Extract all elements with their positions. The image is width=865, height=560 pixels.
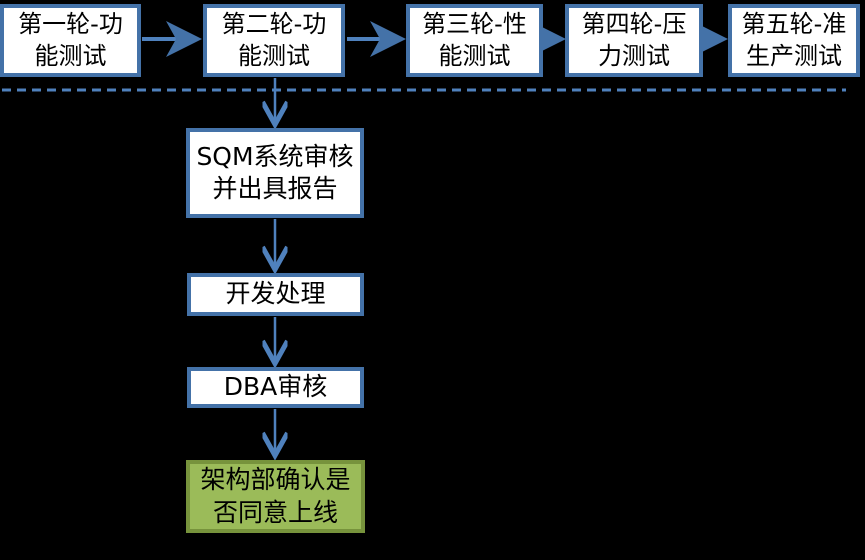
node-round-1-functional-test: 第一轮-功 能测试 — [0, 4, 141, 77]
node-sqm-review-report: SQM系统审核 并出具报告 — [186, 128, 364, 218]
node-round-3-performance-test: 第三轮-性 能测试 — [406, 4, 543, 77]
node-dev-handling: 开发处理 — [187, 273, 364, 316]
node-round-5-pre-production-test: 第五轮-准 生产测试 — [728, 4, 860, 77]
node-round-2-functional-test: 第二轮-功 能测试 — [203, 4, 345, 77]
node-architecture-confirm-go-live: 架构部确认是 否同意上线 — [186, 460, 365, 533]
node-dba-review: DBA审核 — [187, 367, 364, 408]
node-round-4-stress-test: 第四轮-压 力测试 — [565, 4, 703, 77]
